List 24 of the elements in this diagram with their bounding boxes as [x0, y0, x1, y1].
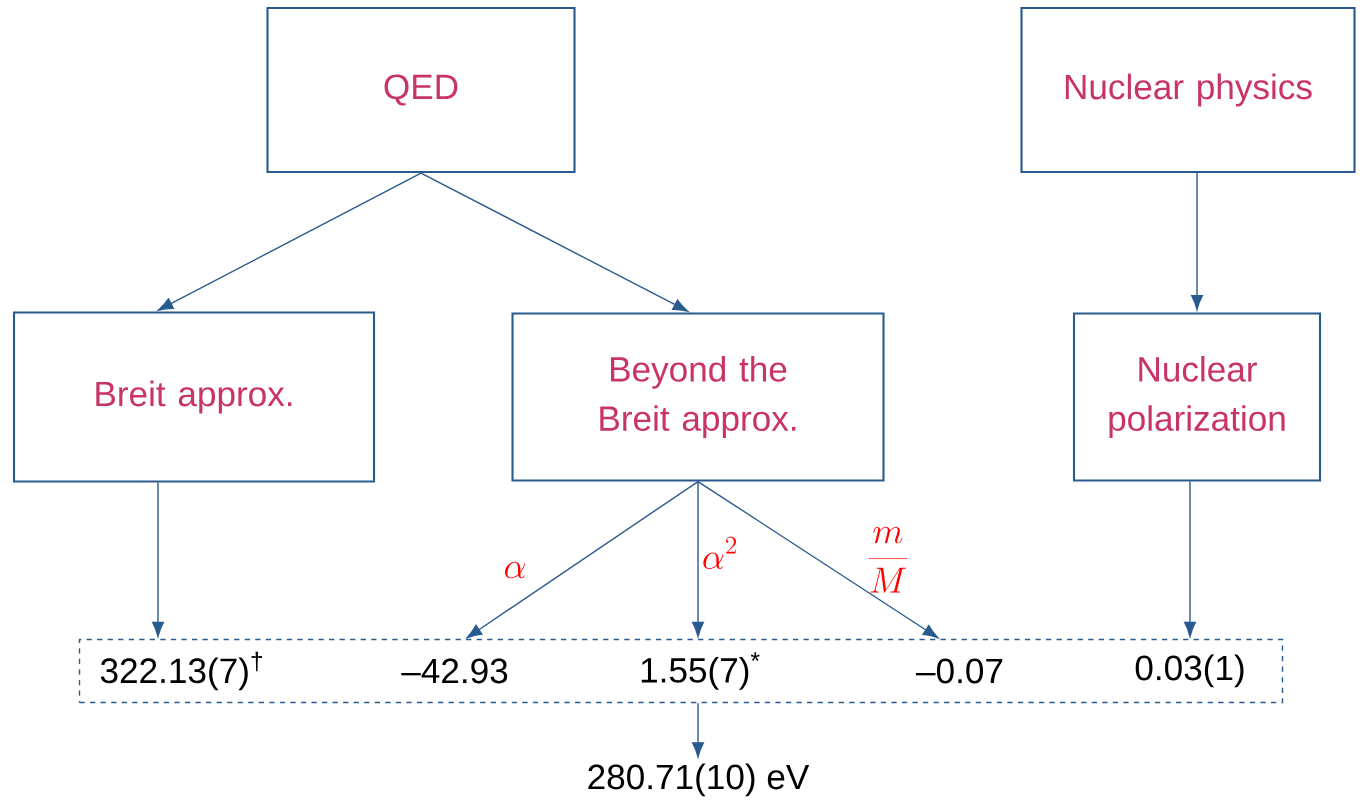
process-box: Nuclear polarization [1072, 312, 1322, 482]
arrow [1191, 172, 1203, 311]
arrow [697, 480, 939, 639]
dashed-box [78, 638, 1284, 704]
value-text: 1.55(7)$^{*}$ [641, 652, 760, 690]
value-text: 322.13(7)$^{†}$ [100, 651, 262, 691]
arrow [157, 172, 422, 311]
process-box: QED [266, 6, 576, 174]
arrow [420, 172, 689, 312]
value-text: –0.07 [916, 658, 1003, 684]
edge-label: $\frac{m}{M}$ [868, 526, 908, 593]
arrow [152, 481, 164, 637]
arrow [692, 480, 704, 637]
edge-label: $\alpha^2$ [703, 536, 736, 570]
process-box: Breit approx. [12, 311, 376, 483]
process-box: Nuclear physics [1020, 6, 1356, 174]
value-text: 0.03(1) [1135, 654, 1244, 688]
arrow [1184, 480, 1196, 637]
value-text: –42.93 [401, 658, 508, 684]
process-box: Beyond the Breit approx. [511, 312, 885, 482]
value-text: 280.71(10) eV [588, 763, 810, 797]
arrow [692, 702, 704, 758]
arrow [466, 480, 699, 639]
edge-label: $\alpha$ [505, 561, 525, 579]
